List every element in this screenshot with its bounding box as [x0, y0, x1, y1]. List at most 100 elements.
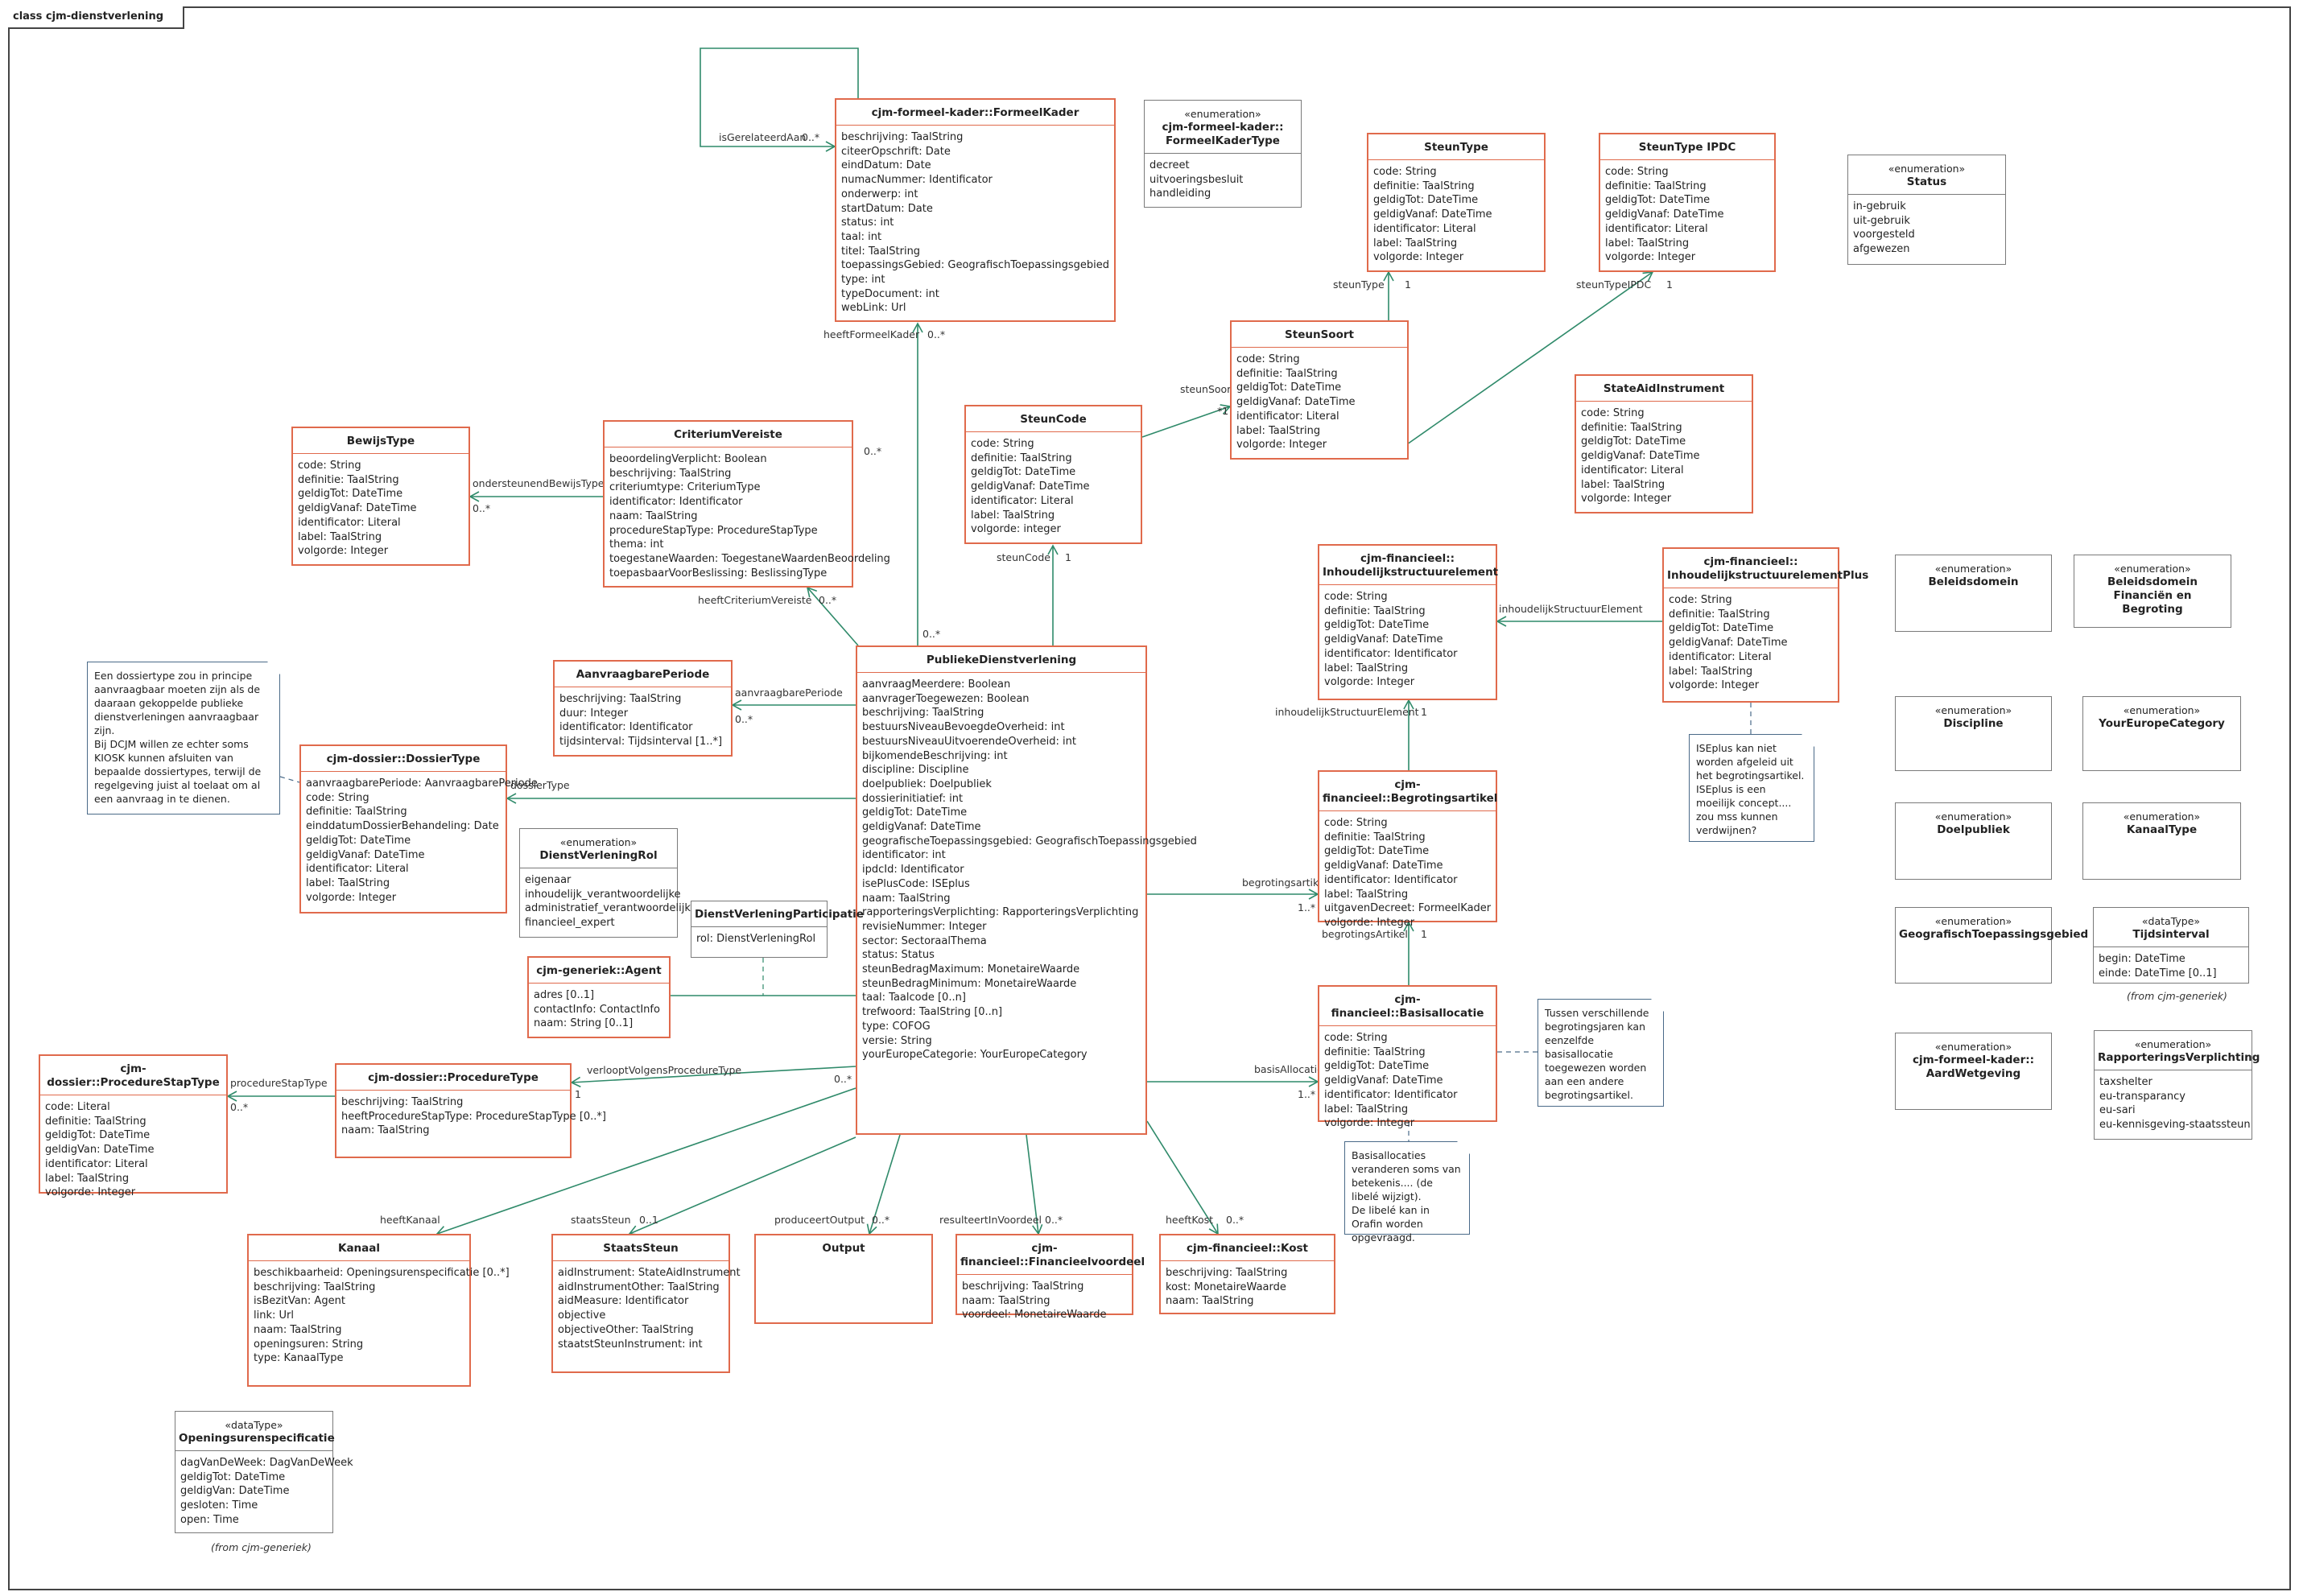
enum-kanaaltype[interactable]: «enumeration»KanaalType	[2082, 802, 2241, 880]
attribute: volgorde: Integer	[1373, 251, 1464, 264]
enum-aardwetgeving[interactable]: «enumeration»cjm-formeel-kader:: AardWet…	[1895, 1033, 2052, 1110]
attribute: label: TaalString	[1605, 237, 1690, 250]
class-name: SteunType IPDC	[1638, 141, 1736, 154]
attribute: heeftProcedureStapType: ProcedureStapTyp…	[341, 1110, 606, 1123]
label-steuncode: steunCode	[997, 551, 1050, 563]
attribute: typeDocument: int	[841, 287, 939, 300]
label-verlooptvolgensproceduretype-mult: 1	[575, 1088, 581, 1100]
attribute: definitie: TaalString	[1605, 179, 1707, 192]
attribute: identificator: Literal	[306, 863, 409, 876]
class-inhoudelijkstructuurelement[interactable]: cjm-financieel:: Inhoudelijkstructuurele…	[1318, 544, 1498, 700]
attribute: kost: MonetaireWaarde	[1166, 1281, 1286, 1293]
attribute: volgorde: Integer	[298, 545, 389, 558]
note-iseplus[interactable]: ISEplus kan niet worden afgeleid uit het…	[1689, 734, 1814, 842]
attribute: naam: TaalString	[341, 1124, 430, 1137]
label-begrotingsartikel-mult: 1..*	[1298, 901, 1316, 913]
class-name: CriteriumVereiste	[674, 428, 782, 441]
label-procedurestaptype: procedureStapType	[230, 1077, 328, 1089]
enum-geografischtoepassingsgebied[interactable]: «enumeration»GeografischToepassingsgebie…	[1895, 907, 2088, 984]
class-header: «enumeration»KanaalType	[2083, 803, 2240, 842]
attribute: label: TaalString	[1236, 424, 1321, 437]
class-output[interactable]: Output	[754, 1234, 933, 1324]
edge-staatssteun	[628, 1136, 856, 1235]
attribute: geldigTot: DateTime	[1581, 435, 1686, 448]
enum-beleidsdomein-financien[interactable]: «enumeration»Beleidsdomein Financiën en …	[2074, 555, 2231, 628]
class-header: cjm-financieel::Kost	[1161, 1235, 1334, 1261]
class-header: PubliekeDienstverlening	[857, 647, 1145, 673]
attribute: adres [0..1]	[534, 989, 595, 1001]
stereotype-label: «enumeration»	[1888, 163, 1966, 175]
attribute: label: TaalString	[1324, 888, 1409, 901]
attribute: taal: int	[841, 230, 882, 243]
attribute: uitgavenDecreet: FormeelKader	[1324, 902, 1492, 915]
attribute: identificator: Identificator	[1324, 1088, 1458, 1101]
note-begrotingsjaren[interactable]: Tussen verschillende begrotingsjaren kan…	[1537, 999, 1664, 1107]
class-header: cjm-dossier::ProcedureStapType	[40, 1056, 226, 1095]
note-dossiertype[interactable]: Een dossiertype zou in principe aanvraag…	[87, 662, 280, 814]
label-begrotingsartikel: begrotingsartikel	[1242, 876, 1327, 889]
enum-beleidsdomein[interactable]: «enumeration»Beleidsdomein	[1895, 555, 2052, 632]
attribute: trefwoord: TaalString [0..n]	[862, 1006, 1003, 1019]
attribute: identificator: Literal	[1236, 410, 1339, 423]
attribute: identificator: Literal	[298, 516, 401, 529]
class-name: cjm-financieel:: Inhoudelijkstructuurele…	[1667, 555, 1869, 582]
label-ondersteunendbewijstype: ondersteunendBewijsType	[473, 477, 605, 489]
attribute: code: String	[1581, 407, 1645, 419]
attribute: aidInstrumentOther: TaalString	[558, 1281, 720, 1293]
note-basisallocaties[interactable]: Basisallocaties veranderen soms van bete…	[1344, 1141, 1470, 1243]
edge-steuntypeipdc	[1406, 271, 1654, 445]
attribute: beschikbaarheid: Openingsurenspecificati…	[254, 1267, 510, 1279]
enum-doelpubliek[interactable]: «enumeration»Doelpubliek	[1895, 802, 2052, 880]
edge-isgerelateerdaan	[700, 47, 859, 152]
class-name: StaatsSteun	[603, 1242, 679, 1255]
enum-youreuropecategory[interactable]: «enumeration»YourEuropeCategory	[2082, 696, 2241, 771]
attribute: identificator: Identificator	[1324, 873, 1458, 886]
attribute: definitie: TaalString	[298, 473, 399, 486]
label-basisallocatie-mult: 1..*	[1298, 1088, 1316, 1100]
label-inhoudelijkstructuurelement: inhoudelijkStructuurElement	[1499, 603, 1643, 615]
enum-formeelkadertype[interactable]: «enumeration»cjm-formeel-kader:: Formeel…	[1144, 100, 1302, 208]
note-dossiertype-text: Een dossiertype zou in principe aanvraag…	[94, 670, 262, 805]
attribute: in-gebruik	[1853, 200, 1906, 212]
enum-discipline[interactable]: «enumeration»Discipline	[1895, 696, 2052, 771]
label-pdv-fk-mult: 0..*	[922, 628, 941, 640]
attribute: discipline: Discipline	[862, 764, 969, 777]
edge-steunsoort	[1141, 404, 1232, 438]
attribute-list: beschikbaarheid: Openingsurenspecificati…	[249, 1261, 510, 1371]
attribute: isBezitVan: Agent	[254, 1295, 345, 1308]
class-inhoudelijkstructuurelementplus[interactable]: cjm-financieel:: Inhoudelijkstructuurele…	[1662, 547, 1869, 703]
class-name: cjm-financieel::Kost	[1187, 1242, 1308, 1255]
